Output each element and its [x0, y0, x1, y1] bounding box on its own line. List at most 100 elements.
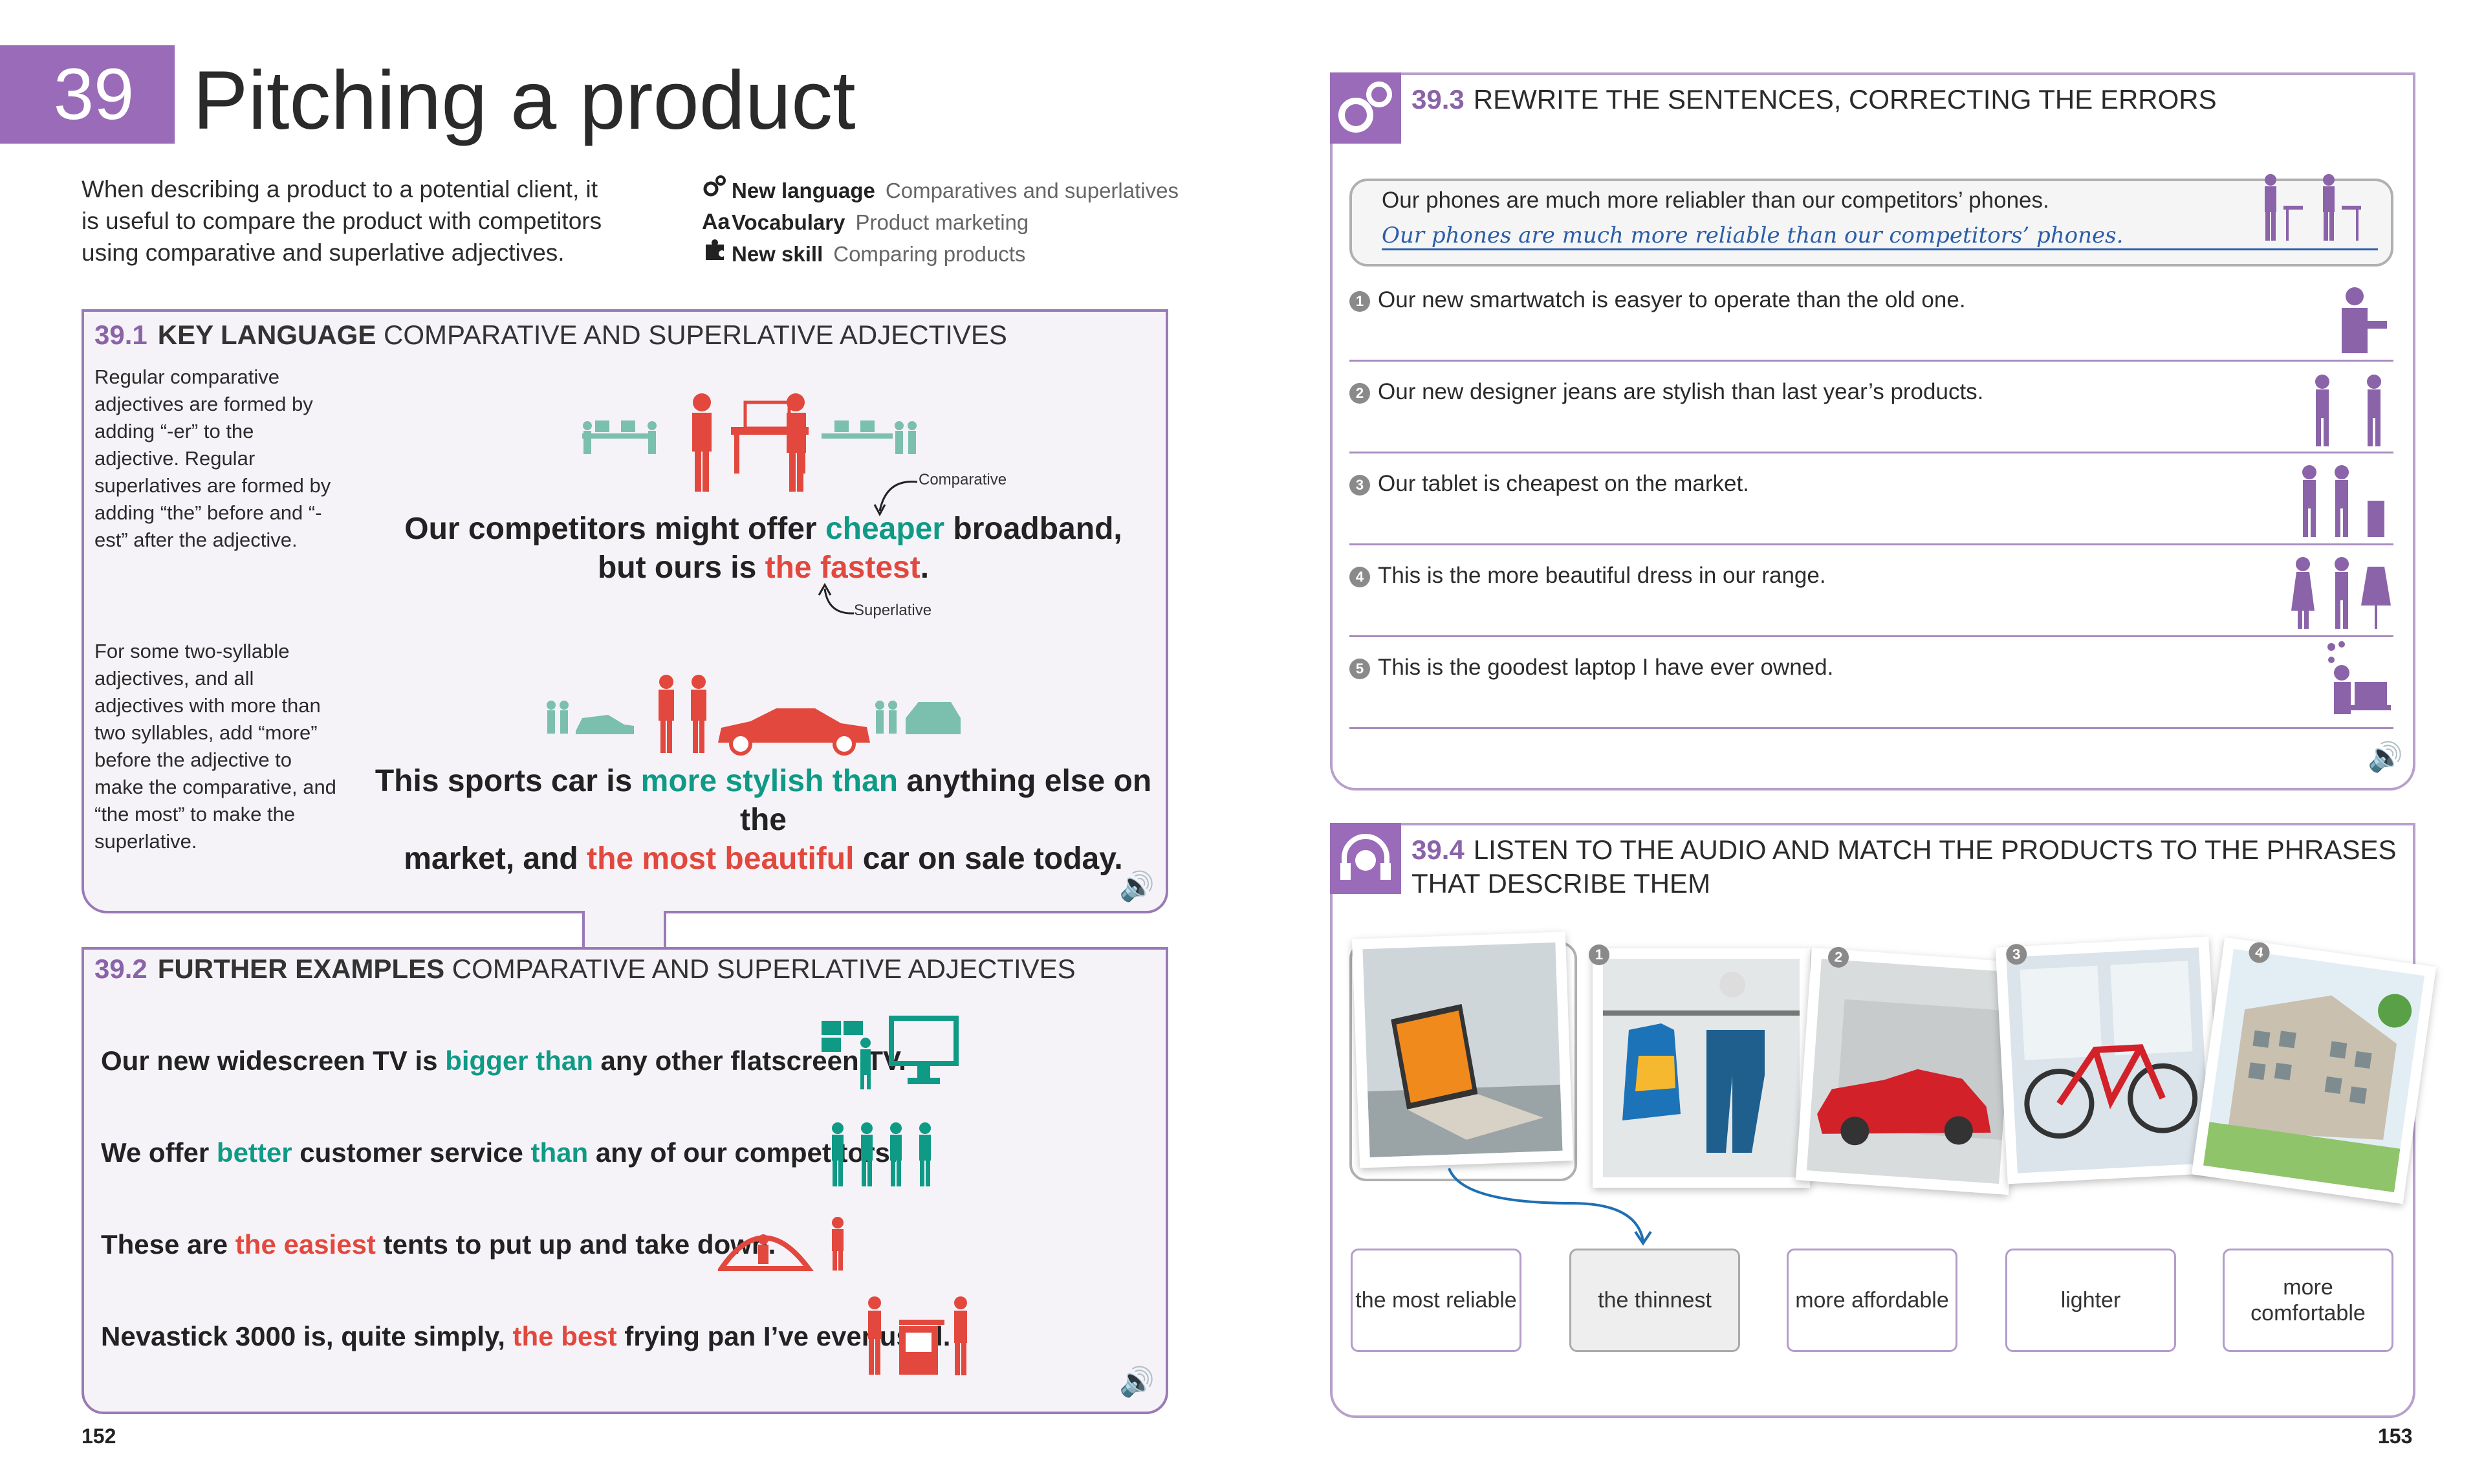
- section-title-rest: COMPARATIVE AND SUPERLATIVE ADJECTIVES: [384, 320, 1007, 350]
- example-answer: Our phones are much more reliable than o…: [1382, 223, 2378, 250]
- audio-icon[interactable]: 🔊: [1119, 871, 1155, 902]
- label-comparative: Comparative: [919, 471, 1007, 488]
- note-long-adjectives: For some two-syllable adjectives, and al…: [94, 640, 336, 853]
- text: any other flatscreen TV.: [593, 1045, 906, 1076]
- section-number: 39.2: [94, 954, 147, 984]
- text: This sports car is: [375, 764, 641, 798]
- meta-value: Product marketing: [855, 210, 1029, 234]
- option-lighter[interactable]: lighter: [2005, 1249, 2176, 1352]
- meta-key: Vocabulary: [732, 210, 845, 234]
- page-number-right: 153: [2378, 1424, 2413, 1448]
- key-sentence-2: This sports car is more stylish than any…: [362, 762, 1164, 878]
- question-text: 3 Our tablet is cheapest on the market.: [1349, 471, 1749, 497]
- photo-sportswear[interactable]: 1: [1589, 944, 1810, 1188]
- section-number: 39.3: [1411, 84, 1465, 115]
- meta-row: New skill Comparing products: [702, 238, 1179, 270]
- highlight: the best: [512, 1321, 617, 1351]
- photo-bicycle[interactable]: 3: [1995, 936, 2221, 1184]
- comparative-highlight: cheaper: [825, 512, 945, 546]
- panel-connector: [582, 911, 666, 952]
- tent-illustration: [718, 1217, 844, 1271]
- question-number: 3: [1349, 474, 1370, 496]
- meta-value: Comparing products: [833, 242, 1026, 266]
- laptop-user-illustration: [2327, 641, 2391, 714]
- puzzle-icon: [702, 237, 732, 272]
- sports-car-image: [1806, 959, 2014, 1184]
- text: market, and: [404, 842, 587, 876]
- laptop-image: [1362, 942, 1563, 1158]
- option-more-affordable[interactable]: more affordable: [1787, 1249, 1957, 1352]
- text: frying pan I’ve ever used.: [616, 1321, 951, 1351]
- text: Nevastick 3000 is, quite simply,: [101, 1321, 513, 1351]
- tv-illustration: [822, 1016, 959, 1089]
- audio-icon[interactable]: 🔊: [1119, 1366, 1155, 1398]
- smartwatch-illustration: [2342, 287, 2387, 353]
- headphones-icon: [1330, 823, 1401, 894]
- option-the-most-reliable[interactable]: the most reliable: [1351, 1249, 1521, 1352]
- section-number: 39.4: [1411, 835, 1465, 865]
- section-number: 39.1: [94, 320, 147, 350]
- office-illustration: [582, 393, 917, 492]
- example-line: We offer better customer service than an…: [101, 1137, 898, 1168]
- meta-row: Aa Vocabulary Product marketing: [702, 206, 1179, 238]
- audio-icon[interactable]: 🔊: [2368, 741, 2403, 773]
- example-line: These are the easiest tents to put up an…: [101, 1229, 776, 1260]
- highlight: bigger than: [445, 1045, 593, 1076]
- highlight: than: [530, 1137, 589, 1168]
- section-title-bold: FURTHER EXAMPLES: [157, 954, 445, 984]
- option-the-thinnest[interactable]: the thinnest: [1569, 1249, 1740, 1352]
- text: Our competitors might offer: [404, 512, 825, 546]
- intro-text: When describing a product to a potential…: [82, 176, 602, 266]
- question-sentence: Our new smartwatch is easyer to operate …: [1378, 287, 1966, 312]
- aa-icon: Aa: [702, 210, 730, 234]
- photo-sports-car[interactable]: 2: [1795, 946, 2025, 1195]
- question-sentence: Our tablet is cheapest on the market.: [1378, 471, 1749, 496]
- text: We offer: [101, 1137, 217, 1168]
- bicycle-image: [2006, 947, 2210, 1173]
- highlight: the easiest: [235, 1229, 376, 1260]
- text: car on sale today.: [854, 842, 1123, 876]
- question-number: 4: [1349, 566, 1370, 587]
- fashion-model-illustration: [2315, 375, 2381, 446]
- further-examples-panel: [82, 947, 1168, 1414]
- superlative-highlight: the most beautiful: [587, 842, 855, 876]
- question-row[interactable]: 3 Our tablet is cheapest on the market.: [1349, 453, 2393, 545]
- gears-icon: [702, 173, 732, 208]
- section-title-39-1: 39.1 KEY LANGUAGE COMPARATIVE AND SUPERLA…: [94, 320, 1007, 351]
- chapter-number: 39: [53, 54, 135, 135]
- key-sentence-1: Our competitors might offer cheaper broa…: [362, 510, 1164, 587]
- text: but ours is: [597, 551, 765, 585]
- meta-row: New language Comparatives and superlativ…: [702, 175, 1179, 206]
- text: Our new widescreen TV is: [101, 1045, 446, 1076]
- customer-service-illustration: [832, 1122, 931, 1186]
- superlative-highlight: the fastest: [765, 551, 921, 585]
- question-number: 5: [1349, 658, 1370, 679]
- highlight: better: [216, 1137, 292, 1168]
- example-line: Nevastick 3000 is, quite simply, the bes…: [101, 1321, 950, 1352]
- photo-apartments[interactable]: 4: [2191, 937, 2437, 1205]
- frying-pan-illustration: [868, 1296, 967, 1375]
- phones-illustration: [2265, 174, 2361, 241]
- section-title-bold: KEY LANGUAGE: [157, 320, 376, 350]
- section-title-rest: COMPARATIVE AND SUPERLATIVE ADJECTIVES: [452, 954, 1076, 984]
- page-title: Pitching a product: [193, 54, 856, 147]
- question-sentence: Our new designer jeans are stylish than …: [1378, 379, 1984, 404]
- text: customer service: [292, 1137, 531, 1168]
- text: .: [920, 551, 930, 585]
- option-more-comfortable[interactable]: more comfortable: [2223, 1249, 2393, 1352]
- page-number-left: 152: [82, 1424, 116, 1448]
- photo-number: 1: [1589, 944, 1609, 965]
- section-title-line2: THAT DESCRIBE THEM: [1411, 868, 1711, 899]
- meta-value: Comparatives and superlatives: [885, 179, 1179, 202]
- tablet-shoppers-illustration: [2302, 465, 2384, 537]
- meta-key: New language: [732, 179, 875, 202]
- dress-illustration: [2291, 557, 2391, 629]
